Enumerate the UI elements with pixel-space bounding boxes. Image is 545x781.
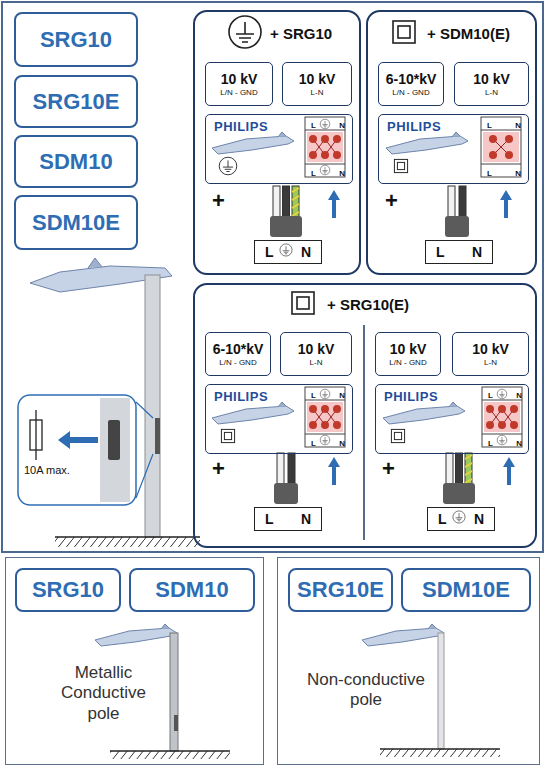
model-name: SDM10 [39,149,112,175]
rating-scope: L-N [310,358,323,368]
conductor-letter: N [474,511,484,527]
model-tag: SDM10E [401,568,531,612]
conductor-letter: N [515,169,521,179]
brand-name: PHILIPS [387,119,441,134]
conductor-letter: L [311,121,316,131]
model-name: SDM10E [422,577,510,603]
conductor-letter: N [301,244,311,260]
voltage-rating: 10 kV [298,341,335,358]
terminal-block: L N L N [485,390,525,450]
model-name: SRG10E [297,577,384,603]
conductor-letter: N [339,169,345,179]
rating-scope: L/N - GND [392,88,429,98]
terminal-block: L N L N [308,390,348,450]
voltage-rating: 6-10*kV [213,341,264,358]
plus-sign: + [212,456,225,482]
conductor-letter: N [301,511,311,527]
brand-name: PHILIPS [214,119,268,134]
model-name: SRG10 [32,577,104,603]
terminal-block: L N L N [484,120,524,180]
rating-box: 10 kVL-N [282,62,352,106]
conductor-letter: N [339,391,345,401]
model-tag: SRG10 [14,12,138,67]
conductor-letter: N [516,439,522,449]
conductor-letter: L [487,121,492,131]
conductor-letter: L [438,511,447,527]
model-name: SDM10 [155,577,228,603]
model-tag: SRG10E [288,568,393,612]
rating-box: 6-10*kVL/N - GND [205,332,271,376]
model-name: SRG10E [33,89,120,115]
model-tag: SDM10 [129,568,255,612]
cable-terminal: LN [425,240,493,264]
model-name: SRG10 [40,27,112,53]
panel-heading: + SRG10(E) [327,296,409,313]
model-tag: SRG10 [15,568,121,612]
conductor-letter: L [311,169,316,179]
rating-box: 10 kVL-N [280,332,352,376]
luminaire-box: PHILIPS L N L N [205,114,353,184]
config-panel: + SRG1010 kVL/N - GND10 kVL-NPHILIPSLNLN… [193,10,361,275]
model-name: SDM10E [32,210,120,236]
conductor-letter: L [265,511,274,527]
pole-panel: Metallic Conductive pole SRG10 SDM10 [5,557,264,765]
plus-sign: + [385,188,398,214]
rating-scope: L-N [311,88,324,98]
rating-box: 6-10*kVL/N - GND [378,62,444,106]
luminaire-box: PHILIPS L N L N [378,114,529,184]
panel-heading: + SDM10(E) [427,25,510,42]
rating-scope: L-N [484,358,497,368]
plus-sign: + [382,456,395,482]
rating-box: 10 kVL-N [454,62,529,106]
conductor-letter: N [339,439,345,449]
luminaire-box: PHILIPS L N L N [205,384,353,454]
voltage-rating: 10 kV [390,341,427,358]
conductor-letter: L [265,244,274,260]
conductor-letter: N [472,244,482,260]
model-tag: SDM10 [14,135,138,188]
config-panel: + SRG10(E)6-10*kVL/N - GND10 kVL-NPHILIP… [193,283,537,548]
voltage-rating: 10 kV [299,71,336,88]
rating-scope: L/N - GND [389,358,426,368]
voltage-rating: 10 kV [472,341,509,358]
conductor-letter: N [516,391,522,401]
pole-panel: Non-conductive pole SRG10E SDM10E [277,557,540,765]
voltage-rating: 10 kV [221,71,258,88]
plus-sign: + [212,188,225,214]
pole-type: Metallic Conductive pole [46,663,161,724]
cable-terminal: LN [254,240,322,264]
rating-box: 10 kVL-N [452,332,529,376]
conductor-letter: L [311,439,316,449]
rating-scope: L-N [485,88,498,98]
cable-terminal: LN [254,507,322,531]
brand-name: PHILIPS [214,389,268,404]
model-tag: SRG10E [14,75,138,128]
rating-box: 10 kVL/N - GND [205,62,273,106]
config-panel: + SDM10(E)6-10*kVL/N - GND10 kVL-NPHILIP… [366,10,537,275]
rating-box: 10 kVL/N - GND [375,332,441,376]
terminal-block: L N L N [308,120,348,180]
conductor-letter: L [436,244,445,260]
brand-name: PHILIPS [384,389,438,404]
fuse-rating: 10A max. [24,464,70,476]
cable-terminal: LN [427,507,495,531]
voltage-rating: 6-10*kV [386,71,437,88]
voltage-rating: 10 kV [473,71,510,88]
conductor-letter: L [488,391,493,401]
conductor-letter: N [339,121,345,131]
rating-scope: L/N - GND [220,88,257,98]
rating-scope: L/N - GND [219,358,256,368]
pole-type: Non-conductive pole [306,670,426,711]
conductor-letter: L [488,439,493,449]
panel-heading: + SRG10 [270,25,332,42]
conductor-letter: L [487,169,492,179]
model-tag: SDM10E [14,195,138,250]
conductor-letter: N [515,121,521,131]
luminaire-box: PHILIPS L N L N [375,384,529,454]
conductor-letter: L [311,391,316,401]
